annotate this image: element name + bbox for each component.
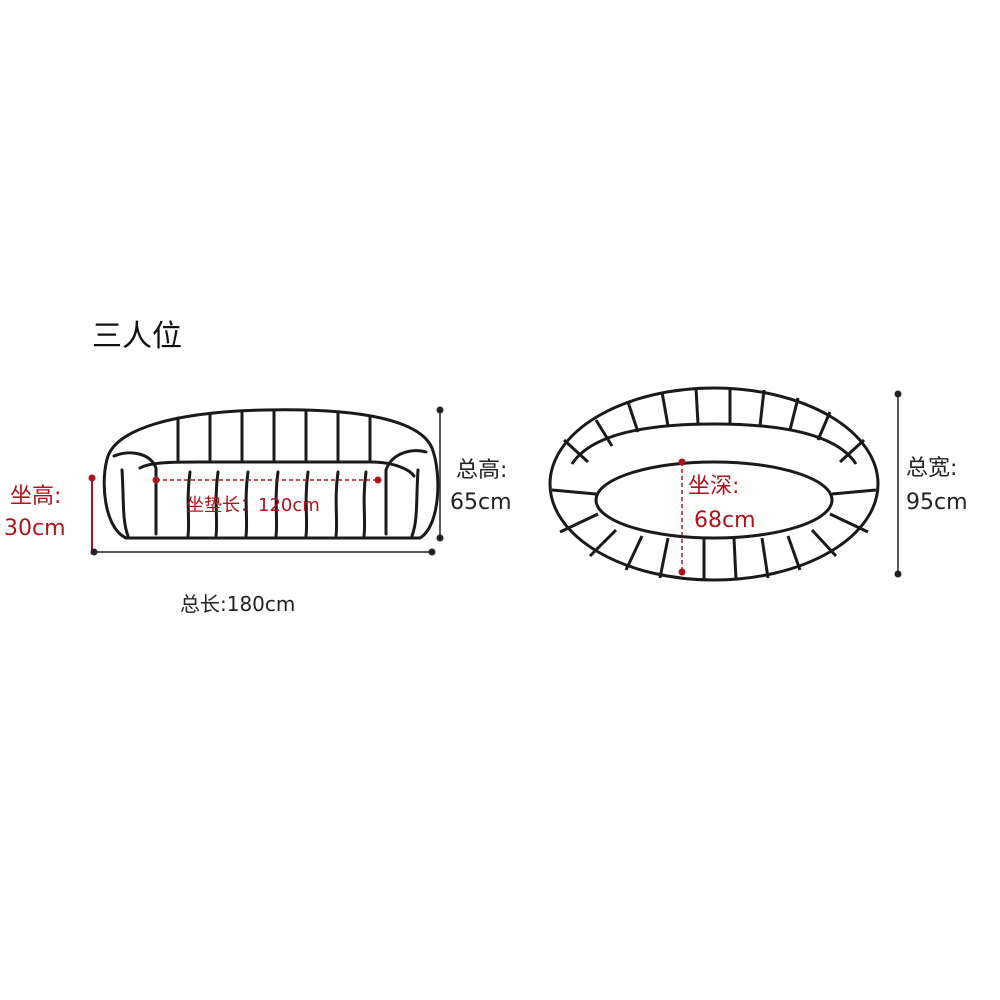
front-left-arm (112, 451, 158, 536)
seat-height-value: 30cm (4, 516, 66, 541)
top-segment (559, 512, 599, 534)
top-outer-outline (548, 386, 880, 582)
top-segment (624, 535, 644, 571)
top-inner-ring (570, 422, 858, 465)
top-segment (594, 419, 614, 447)
seat-depth-value: 68cm (694, 508, 756, 533)
total-length-dimension (90, 548, 436, 556)
top-segment (829, 512, 869, 534)
top-segment (694, 387, 700, 425)
total-length-label: 总长:180cm (180, 592, 296, 616)
total-width-value: 95cm (906, 490, 968, 515)
front-seat-tube (214, 470, 220, 538)
top-segment (810, 528, 838, 558)
top-segment (660, 391, 670, 427)
top-inner-seat (594, 460, 834, 540)
top-view-sofa (548, 386, 880, 582)
front-sofa-outline (102, 408, 440, 540)
seat-depth-label: 坐深: (688, 474, 740, 499)
top-segment (588, 528, 618, 558)
seat-height-label: 坐高: (10, 484, 62, 509)
front-right-arm (384, 449, 428, 536)
diagram-title: 三人位 (92, 319, 182, 354)
front-seat-tube (304, 470, 310, 538)
top-segment (732, 537, 738, 581)
total-height-dimension (436, 406, 444, 542)
top-segment (760, 537, 770, 579)
front-view-sofa (102, 408, 440, 540)
top-segment (816, 411, 832, 441)
front-right-arm-inner (410, 468, 420, 538)
front-seat-tube (186, 470, 192, 538)
top-segment (831, 488, 877, 496)
top-segment (786, 535, 802, 571)
top-segment (838, 438, 866, 464)
top-segment (788, 397, 800, 431)
top-segment (562, 438, 590, 464)
cushion-length-dimension (152, 476, 382, 484)
total-height-label: 总高: (456, 458, 508, 483)
total-width-dimension (894, 390, 902, 578)
top-segment (626, 401, 640, 433)
top-segment (758, 389, 766, 427)
top-segment (551, 488, 597, 496)
cushion-length-label: 坐垫长：120cm (186, 495, 320, 516)
front-seat-tube (334, 470, 340, 538)
front-seat-tube (362, 470, 368, 538)
seat-height-dimension (88, 474, 96, 550)
top-segment (658, 537, 670, 579)
seat-depth-dimension (678, 458, 686, 576)
front-left-arm-inner (120, 468, 130, 538)
total-width-label: 总宽: (906, 456, 958, 481)
total-height-value: 65cm (450, 490, 512, 515)
